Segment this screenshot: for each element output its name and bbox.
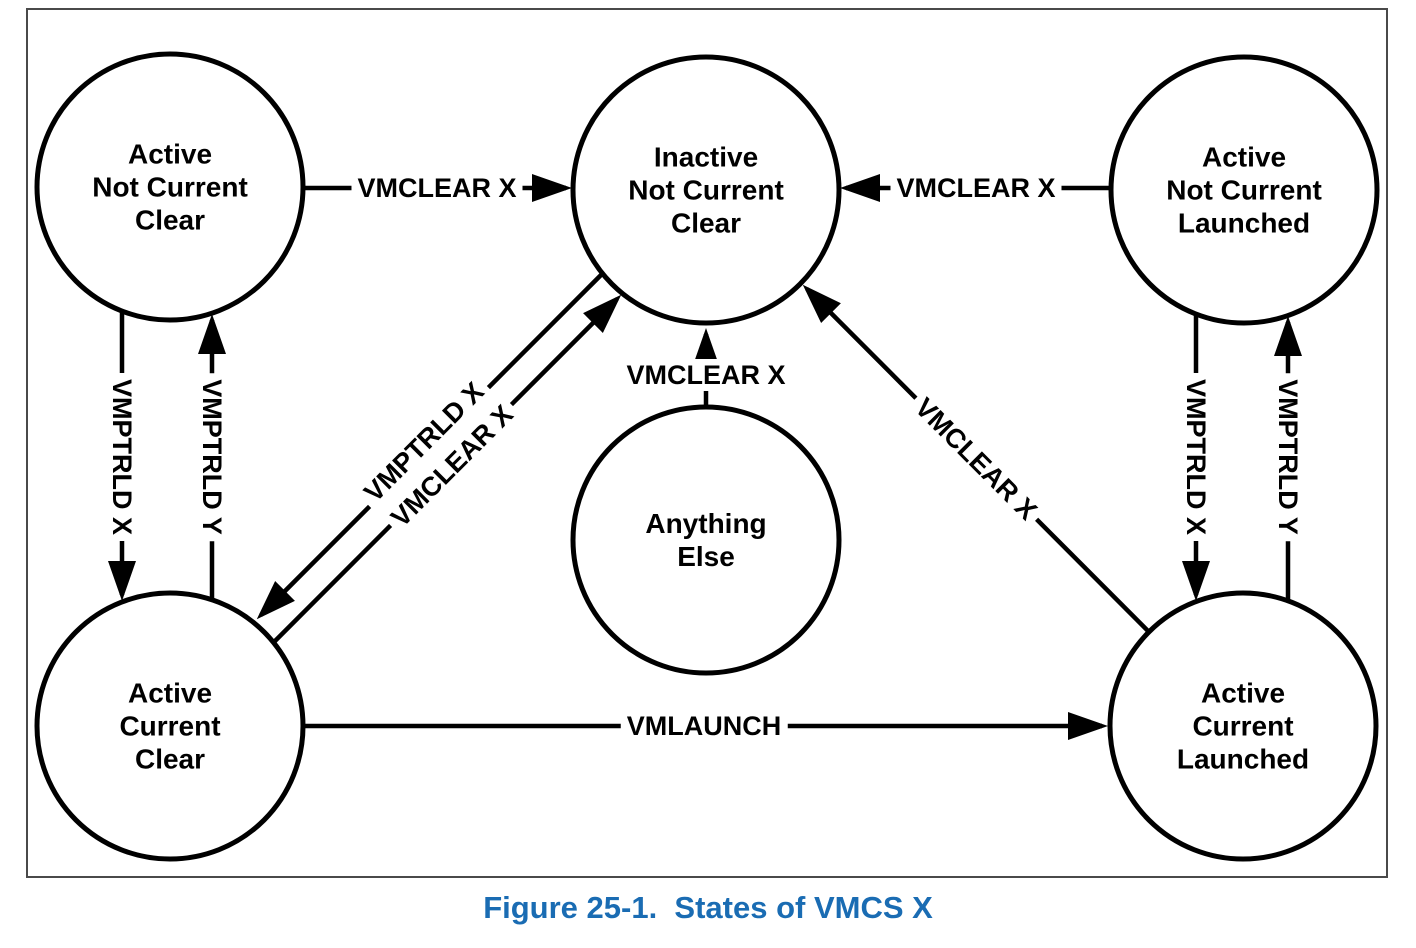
state-line: Clear — [134, 743, 206, 775]
circle-anything-else — [570, 404, 842, 676]
state-line: Not Current — [92, 171, 248, 203]
state-line: Clear — [670, 207, 742, 239]
state-line: Launched — [1176, 743, 1310, 775]
transition-label-vmlaunch: VMLAUNCH — [620, 710, 788, 742]
state-active-current-launched: Active Current Launched — [1118, 677, 1368, 776]
state-circles — [34, 51, 1380, 862]
state-line: Launched — [1177, 207, 1311, 239]
state-inactive-not-current-clear: Inactive Not Current Clear — [581, 141, 831, 240]
transition-label-vmptrld-x-right: VMPTRLD X — [1180, 372, 1212, 542]
circle-active-not-current-clear — [34, 51, 306, 323]
transition-label-vmptrld-y-right: VMPTRLD Y — [1272, 373, 1304, 541]
transition-label-vmclear-right-top: VMCLEAR X — [890, 172, 1062, 204]
state-line: Active — [127, 677, 213, 709]
state-line: Anything — [645, 508, 767, 539]
transition-label-vmclear-anything-else: VMCLEAR X — [620, 359, 792, 391]
state-anything-else: Anything Else — [581, 507, 831, 573]
transition-label-vmclear-left-top: VMCLEAR X — [351, 172, 523, 204]
state-line: Active — [127, 138, 213, 170]
state-active-not-current-launched: Active Not Current Launched — [1119, 141, 1369, 240]
circle-active-current-clear — [34, 590, 306, 862]
state-line: Active — [1200, 677, 1286, 709]
transition-label-vmptrld-x-left: VMPTRLD X — [106, 372, 138, 542]
state-active-current-clear: Active Current Clear — [45, 677, 295, 776]
state-active-not-current-clear: Active Not Current Clear — [45, 138, 295, 237]
state-line: Not Current — [1166, 174, 1322, 206]
state-line: Not Current — [628, 174, 784, 206]
state-line: Current — [119, 710, 221, 742]
state-line: Active — [1201, 141, 1287, 173]
circle-inactive-not-current-clear — [570, 54, 842, 326]
transition-label-vmptrld-y-left: VMPTRLD Y — [196, 373, 228, 541]
figure-caption: Figure 25-1. States of VMCS X — [483, 890, 933, 925]
circle-active-not-current-launched — [1108, 54, 1380, 326]
state-line: Current — [1192, 710, 1294, 742]
state-line: Inactive — [653, 141, 759, 173]
state-line: Else — [677, 541, 735, 572]
state-line: Clear — [134, 204, 206, 236]
circle-active-current-launched — [1107, 590, 1379, 862]
